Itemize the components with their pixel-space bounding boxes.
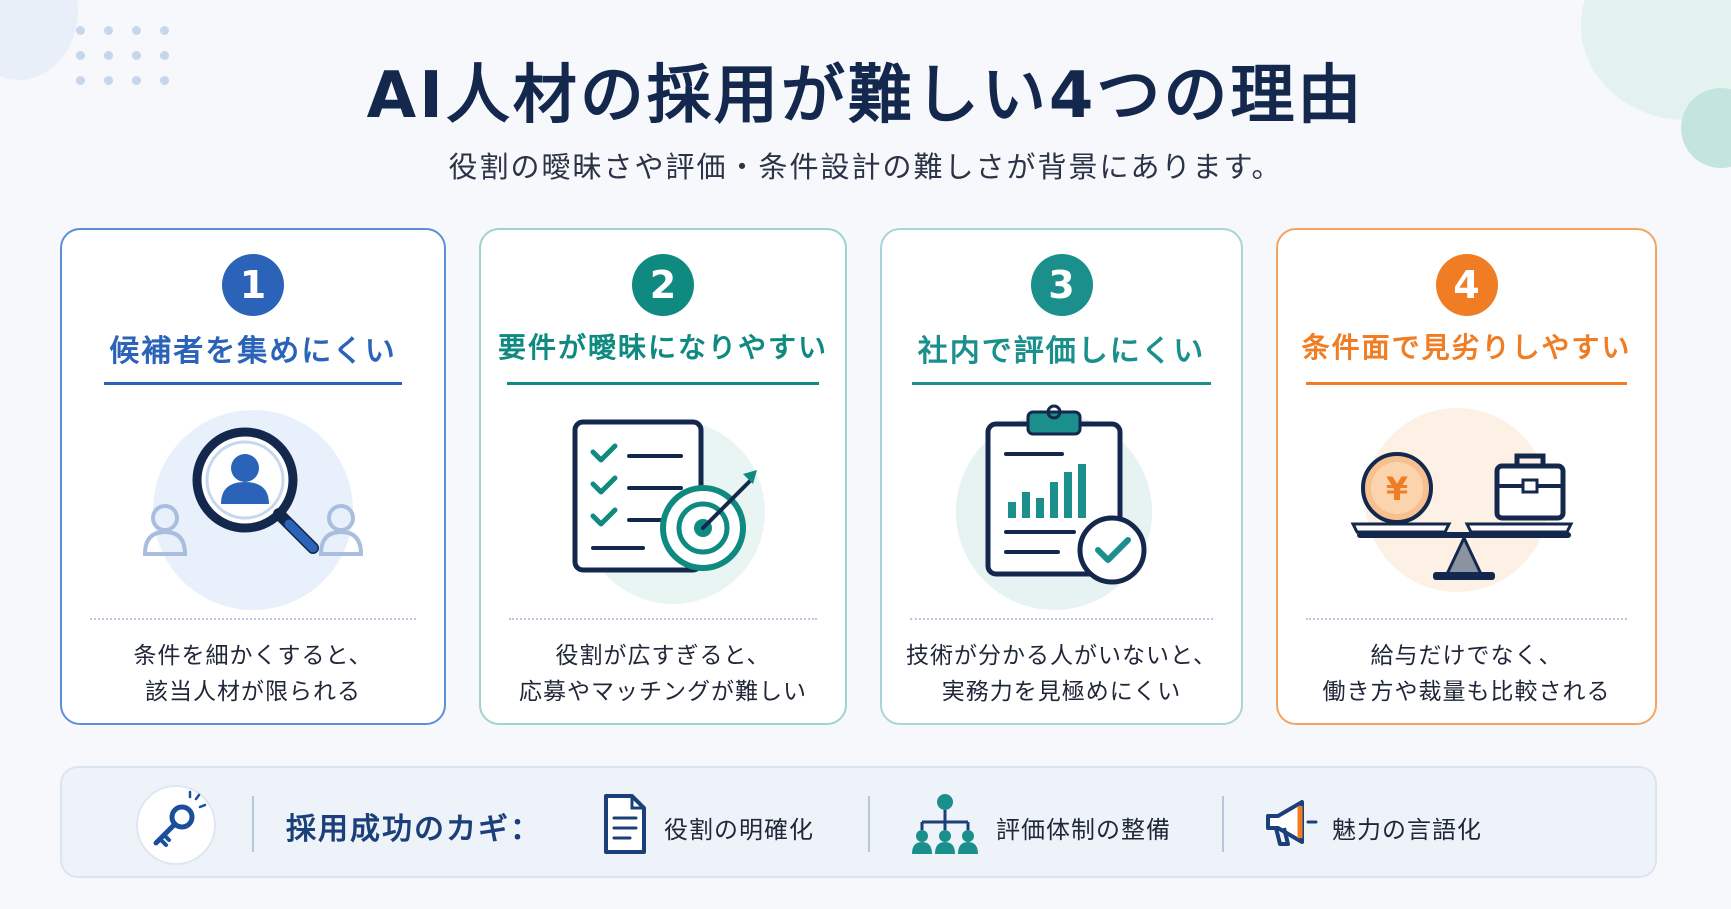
key-item-label: 役割の明確化 [664,816,814,844]
heading-underline [912,382,1211,385]
success-keys-bar: 採用成功のカギ： 役割の明確化 評価体制の整備 [60,766,1657,878]
key-item-evaluation-system: 評価体制の整備 [908,768,1198,880]
checklist-target-icon [572,419,765,604]
dotted-separator [90,618,416,620]
magnifier-person-icon [142,410,364,610]
description-line: 働き方や裁量も比較される [1322,679,1611,705]
success-keys-label: 採用成功のカギ： [286,812,542,847]
description-line: 役割が広すぎると、 [555,643,771,669]
key-item-label: 魅力の言語化 [1332,816,1482,844]
clipboard-chart-check-icon [955,404,1152,610]
reason-card-4: 4 条件面で見劣りしやすい ¥ 給与だけでなく、 働き方や裁量も比較される [1276,228,1657,725]
page-title: AI人材の採用が難しい4つの理由 [366,59,1365,133]
reason-number: 2 [632,254,694,316]
page-subtitle: 役割の曖昧さや評価・条件設計の難しさが背景にあります。 [448,150,1283,184]
description-line: 技術が分かる人がいないと、 [905,643,1218,669]
document-icon [604,794,646,854]
reason-heading: 要件が曖昧になりやすい [497,331,828,364]
divider [1222,796,1224,852]
reason-card-2: 2 要件が曖昧になりやすい 役割が広すぎると、 応募やマッチングが難しい [479,228,847,725]
dotted-separator [910,618,1213,620]
key-icon [153,790,207,847]
reason-number: 1 [222,254,284,316]
dotted-separator [1306,618,1627,620]
reason-number: 3 [1030,254,1093,316]
heading-underline [1306,382,1627,385]
divider [252,796,254,852]
reason-number: 4 [1435,254,1498,316]
dotted-separator [509,618,817,620]
reason-description: 給与だけでなく、 働き方や裁量も比較される [1278,638,1655,710]
description-line: 該当人材が限られる [145,679,361,705]
decorative-dots [76,26,170,85]
reason-heading: 社内で評価しにくい [917,334,1206,369]
reason-card-1: 1 候補者を集めにくい 条件を細かくすると、 該当人材が限られる [60,228,446,725]
reason-heading: 候補者を集めにくい [109,334,397,369]
divider [868,796,870,852]
description-line: 応募やマッチングが難しい [519,679,807,705]
reason-heading: 条件面で見劣りしやすい [1301,331,1632,364]
key-icon-badge [136,785,216,865]
description-line: 給与だけでなく、 [1370,643,1563,669]
org-chart-icon [912,794,978,854]
key-item-label: 評価体制の整備 [996,816,1171,844]
heading-underline [104,382,402,385]
description-line: 条件を細かくすると、 [133,643,373,669]
reason-description: 技術が分かる人がいないと、 実務力を見極めにくい [882,638,1241,710]
description-line: 実務力を見極めにくい [941,679,1182,705]
reason-description: 役割が広すぎると、 応募やマッチングが難しい [481,638,845,710]
megaphone-icon [1266,800,1318,846]
yen-symbol: ¥ [1385,470,1407,508]
reason-card-3: 3 社内で評価しにくい 技術が分かる人がいないと、 実務力を見極めにくい [880,228,1243,725]
key-item-role-clarification: 役割の明確化 [600,768,840,880]
heading-underline [507,382,819,385]
key-item-appeal-verbalization: 魅力の言語化 [1262,768,1522,880]
balance-yen-briefcase-icon: ¥ [1350,408,1573,592]
reason-description: 条件を細かくすると、 該当人材が限られる [62,638,444,710]
